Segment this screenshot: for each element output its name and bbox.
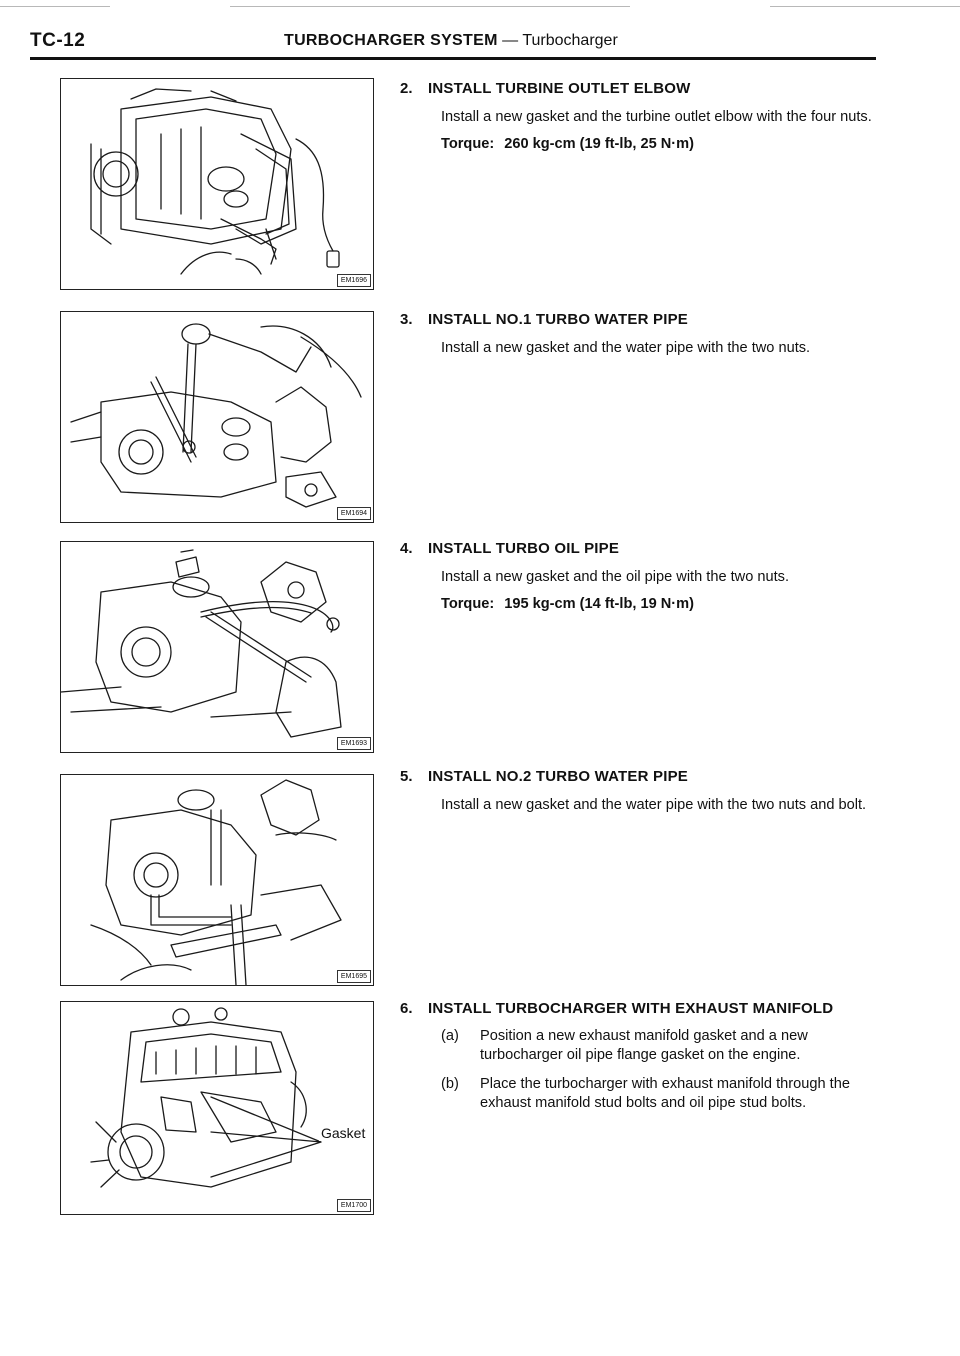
figure-exhaust-manifold-gasket: Gasket EM1700: [60, 1001, 374, 1215]
header-rule: [30, 57, 876, 60]
step-install-turbo-oil-pipe: 4. INSTALL TURBO OIL PIPE Install a new …: [400, 540, 880, 612]
step-number: 3.: [400, 311, 413, 328]
step-title: INSTALL TURBO OIL PIPE: [428, 540, 620, 557]
step-title: INSTALL NO.1 TURBO WATER PIPE: [428, 311, 688, 328]
title-separator: —: [502, 32, 519, 49]
figure-id: EM1695: [336, 970, 371, 983]
figure-id: EM1700: [336, 1199, 371, 1212]
step-title: INSTALL TURBINE OUTLET ELBOW: [428, 80, 691, 97]
turbocharger-elbow-illustration: [90, 88, 340, 275]
water-pipe-2-illustration: [90, 779, 342, 985]
gasket-callout: Gasket: [319, 1125, 368, 1141]
step-number: 4.: [400, 540, 413, 557]
figure-id: EM1694: [336, 507, 371, 520]
figure-water-pipe-1: EM1694: [60, 311, 374, 523]
torque-spec: Torque: 260 kg-cm (19 ft-lb, 25 N·m): [441, 136, 880, 152]
step-number: 6.: [400, 1000, 413, 1017]
section-title: TURBOCHARGER SYSTEM: [284, 32, 498, 49]
step-install-turbocharger-with-exhaust-manifold: 6. INSTALL TURBOCHARGER WITH EXHAUST MAN…: [400, 1000, 880, 1113]
scan-line: [230, 6, 630, 7]
substep-text: Position a new exhaust manifold gasket a…: [480, 1028, 808, 1063]
scan-line: [770, 6, 960, 7]
substep-text: Place the turbocharger with exhaust mani…: [480, 1076, 850, 1111]
page-title: TURBOCHARGER SYSTEM — Turbocharger: [284, 32, 618, 50]
step-install-no1-turbo-water-pipe: 3. INSTALL NO.1 TURBO WATER PIPE Install…: [400, 311, 880, 358]
step-text: Install a new gasket and the oil pipe wi…: [441, 569, 790, 585]
step-text: Install a new gasket and the water pipe …: [441, 340, 811, 356]
step-number: 5.: [400, 768, 413, 785]
subsection-title: Turbocharger: [522, 32, 618, 49]
torque-label: Torque:: [441, 136, 495, 152]
torque-value: 195 kg-cm (14 ft-lb, 19 N·m): [504, 596, 695, 612]
step-install-no2-turbo-water-pipe: 5. INSTALL NO.2 TURBO WATER PIPE Install…: [400, 768, 880, 815]
figure-id: EM1696: [336, 274, 371, 287]
figure-id: EM1693: [336, 737, 371, 750]
water-pipe-illustration: [70, 323, 362, 508]
torque-spec: Torque: 195 kg-cm (14 ft-lb, 19 N·m): [441, 596, 880, 612]
substep: (b) Place the turbocharger with exhaust …: [441, 1075, 880, 1113]
figure-water-pipe-2: EM1695: [60, 774, 374, 986]
step-text: Install a new gasket and the turbine out…: [441, 109, 872, 125]
torque-label: Torque:: [441, 596, 495, 612]
section-code: TC-12: [30, 30, 86, 51]
step-title: INSTALL NO.2 TURBO WATER PIPE: [428, 768, 688, 785]
figure-turbine-outlet-elbow: EM1696: [60, 78, 374, 290]
torque-value: 260 kg-cm (19 ft-lb, 25 N·m): [504, 136, 695, 152]
substep-label: (a): [441, 1028, 459, 1044]
scan-line: [0, 6, 110, 7]
step-install-turbine-outlet-elbow: 2. INSTALL TURBINE OUTLET ELBOW Install …: [400, 80, 880, 152]
figure-oil-pipe: EM1693: [60, 541, 374, 753]
step-text: Install a new gasket and the water pipe …: [441, 797, 867, 813]
substep-label: (b): [441, 1076, 459, 1092]
step-number: 2.: [400, 80, 413, 97]
substep: (a) Position a new exhaust manifold gask…: [441, 1027, 880, 1065]
oil-pipe-illustration: [61, 549, 342, 738]
engine-gasket-illustration: [90, 1007, 322, 1188]
step-title: INSTALL TURBOCHARGER WITH EXHAUST MANIFO…: [428, 1000, 834, 1017]
